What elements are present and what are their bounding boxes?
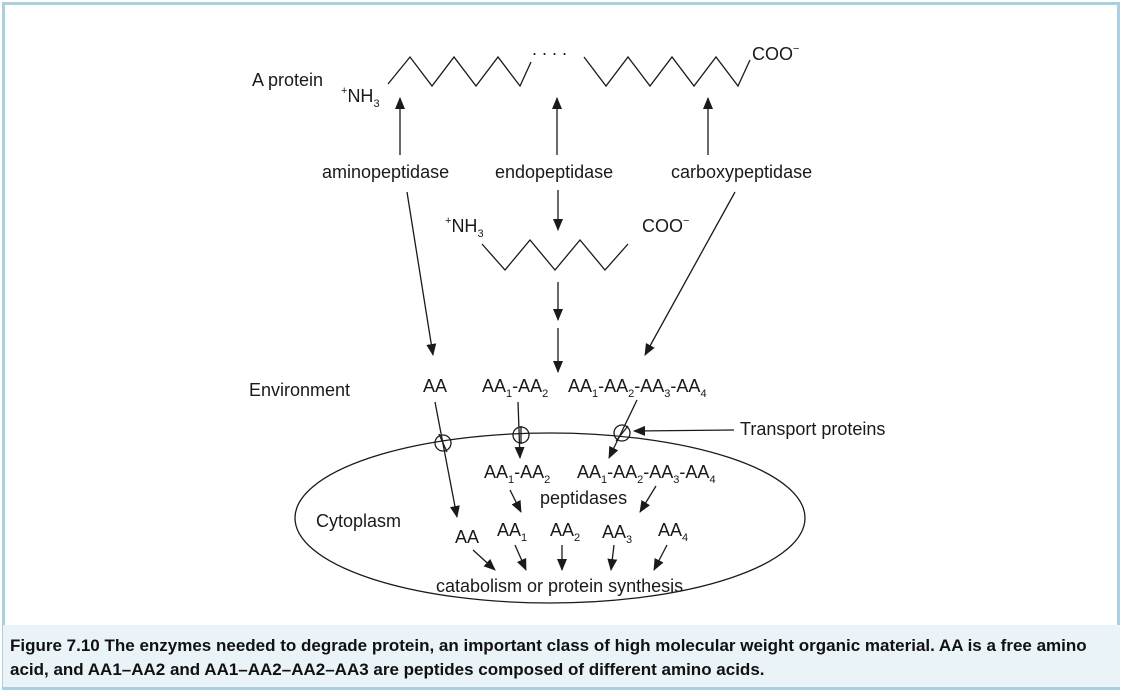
environment-label: Environment xyxy=(249,380,350,400)
arrow-carboxypeptidase-to-tetrapeptide xyxy=(644,191,736,356)
figure-label: Figure 7.10 xyxy=(10,636,100,655)
arrow-aa4-to-fate xyxy=(653,544,668,571)
aminopeptidase-label: aminopeptidase xyxy=(322,162,449,182)
transport-protein-2 xyxy=(512,426,530,444)
nh3-top-label: +NH3 xyxy=(341,85,380,110)
transport-proteins-label: Transport proteins xyxy=(740,419,885,439)
arrow-dipeptide-into-cell xyxy=(514,401,525,459)
free-aa3: AA3 xyxy=(602,522,632,546)
arrow-tetrapeptide-into-cell xyxy=(608,399,638,459)
free-aa: AA xyxy=(455,527,479,547)
fate-label: catabolism or protein synthesis xyxy=(436,576,683,596)
protein-chain-right xyxy=(583,55,751,88)
caption-text: The enzymes needed to degrade protein, a… xyxy=(10,636,1087,679)
transport-protein-3 xyxy=(613,424,631,442)
coo-mid-label: COO− xyxy=(642,215,689,236)
arrow-aa1-to-fate xyxy=(514,544,527,571)
arrow-aminopeptidase-to-aa xyxy=(406,191,437,356)
nh3-mid-label: +NH3 xyxy=(445,215,484,240)
env-aa: AA xyxy=(423,376,447,396)
cell-membrane xyxy=(294,432,806,604)
free-aa4: AA4 xyxy=(658,520,688,544)
protein-label: A protein xyxy=(252,70,323,90)
fragment-chain xyxy=(481,238,629,272)
env-dipeptide: AA1-AA2 xyxy=(482,376,548,400)
figure-caption: Figure 7.10 The enzymes needed to degrad… xyxy=(10,634,1110,682)
free-aa1: AA1 xyxy=(497,520,527,544)
env-tetrapeptide: AA1-AA2-AA3-AA4 xyxy=(568,376,707,400)
coo-top-label: COO− xyxy=(752,43,799,64)
free-aa2: AA2 xyxy=(550,520,580,544)
arrow-aa-to-fate xyxy=(472,549,496,571)
peptidases-label: peptidases xyxy=(540,488,627,508)
arrow-tetrapeptide-to-aa4 xyxy=(639,485,657,513)
arrow-aa3-to-fate xyxy=(607,544,618,571)
arrow-transport-label xyxy=(633,425,735,436)
cyto-dipeptide: AA1-AA2 xyxy=(484,462,550,486)
caption-band xyxy=(3,625,1120,687)
arrow-aa-into-cell xyxy=(434,401,460,518)
chain-ellipsis: . . . . xyxy=(532,39,567,59)
arrow-dipeptide-to-aa1 xyxy=(509,489,522,513)
cyto-tetrapeptide: AA1-AA2-AA3-AA4 xyxy=(577,462,716,486)
carboxypeptidase-label: carboxypeptidase xyxy=(671,162,812,182)
cytoplasm-label: Cytoplasm xyxy=(316,511,401,531)
protein-chain-left xyxy=(387,55,532,88)
endopeptidase-label: endopeptidase xyxy=(495,162,613,182)
